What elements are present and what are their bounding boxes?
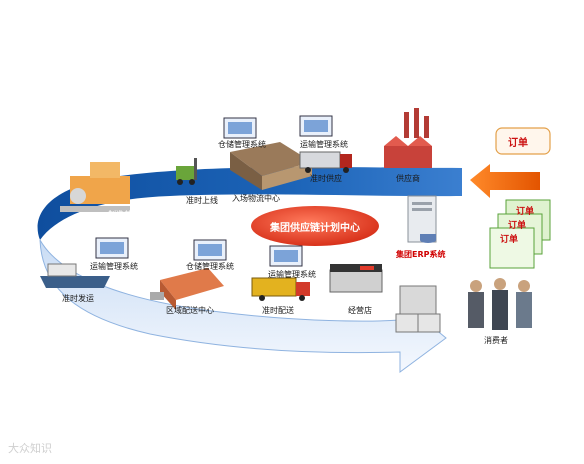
delivery-truck-icon (251, 277, 310, 301)
warehouse-system-top-label: 仓储管理系统 (218, 140, 266, 149)
inbound-warehouse-icon (230, 142, 312, 190)
consumer-label: 消费者 (484, 336, 508, 345)
consumers-icon (468, 278, 532, 330)
order-bubble-label: 订单 (508, 138, 528, 149)
monitor-warehouse-top (223, 117, 257, 139)
supplier-label: 供应商 (396, 174, 420, 183)
warehouse-system-mid-label: 仓储管理系统 (186, 262, 234, 271)
supply-truck-icon (299, 151, 352, 173)
jit-production-label: 准时上线 (186, 196, 218, 205)
watermark: 大众知识 (8, 442, 52, 455)
regional-dc-icon (150, 268, 224, 310)
cargo-ship-icon (40, 263, 110, 288)
jit-supply-label: 准时供应 (310, 174, 342, 183)
manufacturing-base-label: 制造基地 (108, 210, 140, 219)
shipping-boxes-icon (395, 285, 441, 333)
transport-system-top-label: 运输管理系统 (300, 140, 348, 149)
order-arrow (470, 164, 540, 198)
flow-arrow-bottom (39, 239, 447, 373)
supplier-factory-icon (384, 108, 432, 168)
dealer-label: 经营店 (348, 306, 372, 315)
erp-label: 集团ERP系统 (396, 250, 446, 259)
order-bubble (495, 127, 551, 155)
jit-shipping-label: 准时发运 (62, 294, 94, 303)
planning-center-shape (251, 206, 379, 246)
erp-server-icon (407, 195, 437, 243)
monitor-warehouse-mid (193, 239, 227, 261)
transport-system-mid-label: 运输管理系统 (268, 270, 316, 279)
manufacturing-base-icon (60, 162, 130, 212)
flow-arrow-top (37, 167, 463, 240)
inbound-logistics-label: 入场物流中心 (232, 194, 280, 203)
planning-center-label: 集团供应链计划中心 (270, 222, 360, 234)
jit-delivery-label: 准时配送 (262, 306, 294, 315)
order-document-stack (489, 199, 551, 269)
monitor-transport-left (95, 237, 129, 259)
regional-dc-label: 区域配送中心 (166, 306, 214, 315)
forklift-icon (176, 158, 197, 185)
order-doc-1: 订单 (516, 207, 535, 217)
monitor-transport-top (299, 115, 333, 137)
order-doc-3: 订单 (500, 235, 519, 245)
order-doc-2: 订单 (508, 221, 527, 231)
dealer-store-icon (329, 264, 383, 293)
monitor-transport-mid (269, 245, 303, 267)
transport-system-left-label: 运输管理系统 (90, 262, 138, 271)
